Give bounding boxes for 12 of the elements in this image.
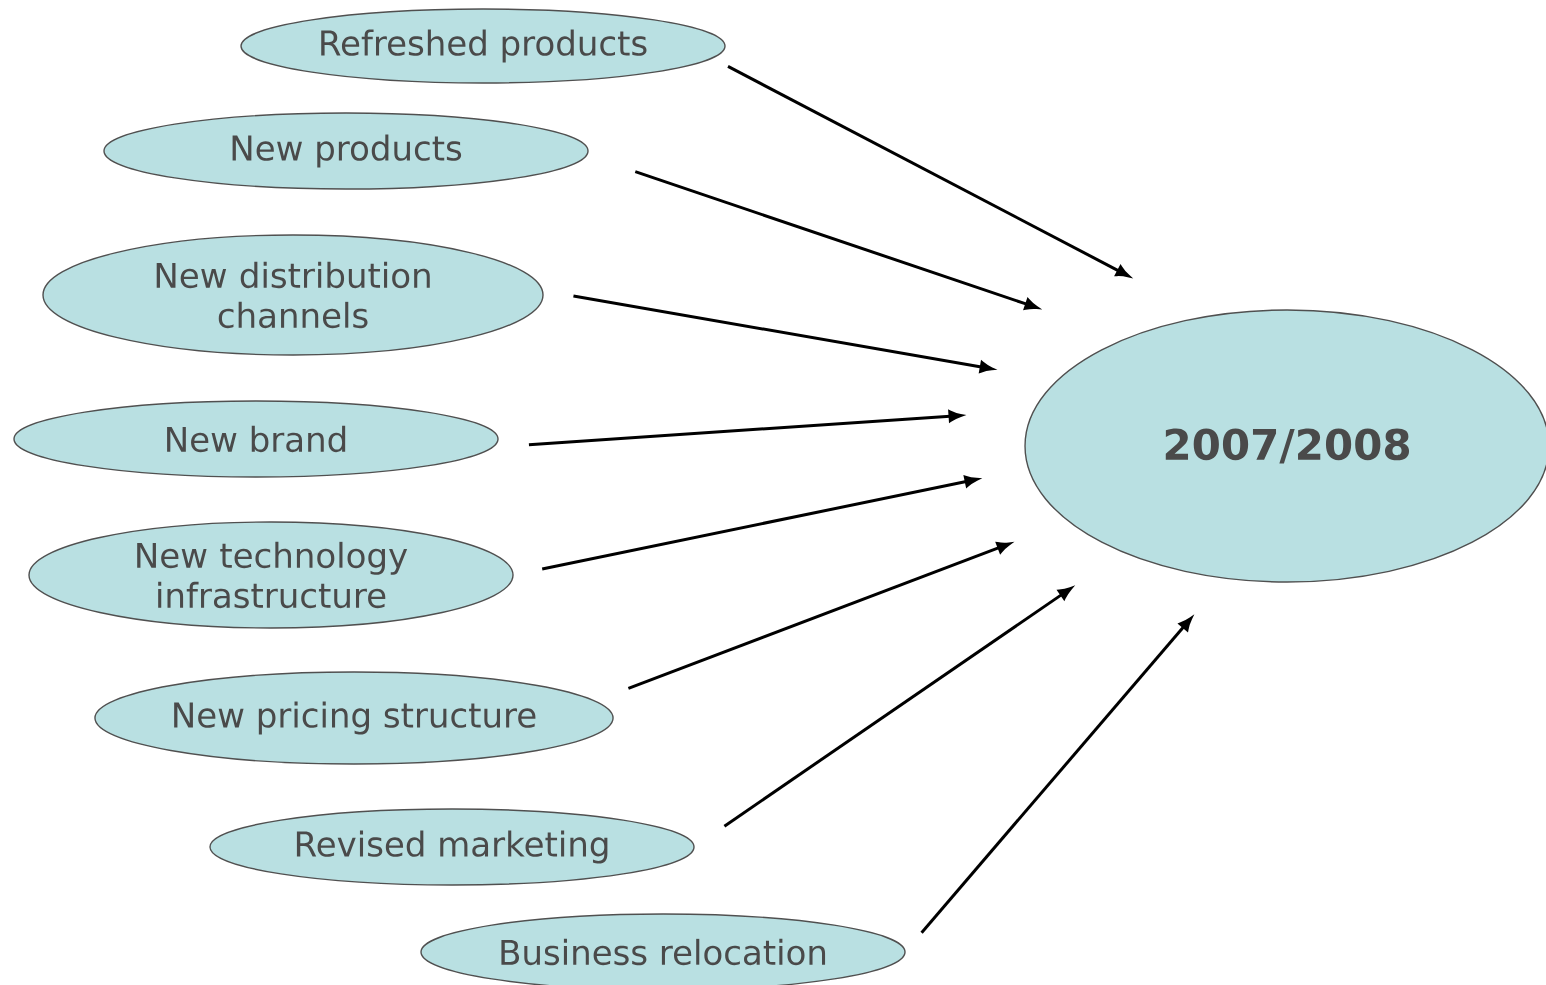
ellipse-node: New technology infrastructure [28,521,514,629]
arrow [920,617,1193,934]
ellipse-node: 2007/2008 [1024,309,1546,583]
arrow [727,65,1130,278]
ellipse-node: New pricing structure [94,671,614,765]
ellipse-node: New products [103,112,589,190]
ellipse-node: Revised marketing [209,808,695,886]
ellipse-node: Refreshed products [240,8,726,84]
ellipse-node: Business relocation [420,913,906,985]
ellipse-node: New brand [13,400,499,478]
arrow [634,170,1039,310]
ellipse-node: New distribution channels [42,234,544,356]
